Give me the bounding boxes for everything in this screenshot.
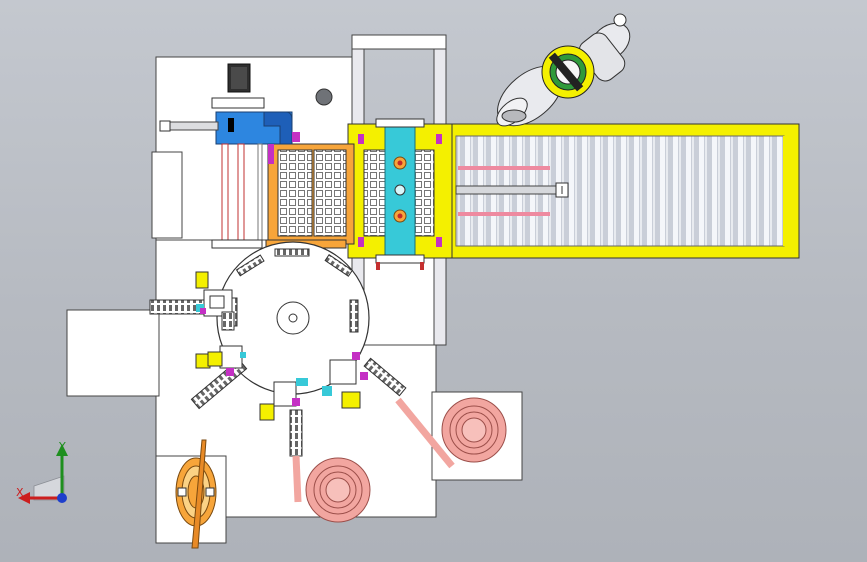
vibratory-bowl-icon[interactable] bbox=[441, 397, 507, 463]
feed-tracks bbox=[292, 397, 455, 503]
pick-unit[interactable] bbox=[159, 63, 300, 249]
axis-x-label: X bbox=[16, 486, 24, 499]
stepper-motor-icon bbox=[227, 63, 251, 93]
axis-y-label: Y bbox=[59, 440, 66, 453]
station-right[interactable] bbox=[322, 352, 407, 409]
cylinder-icon bbox=[159, 120, 219, 132]
turntable-icon[interactable] bbox=[216, 241, 370, 395]
tray-transfer-station[interactable] bbox=[265, 118, 453, 270]
roller-conveyor[interactable] bbox=[449, 123, 800, 259]
hopper-feeder[interactable] bbox=[175, 439, 217, 549]
vibratory-bowl-icon[interactable] bbox=[305, 457, 371, 523]
station-left[interactable] bbox=[149, 271, 235, 331]
station-bottom[interactable] bbox=[259, 378, 308, 457]
axis-triad-icon: X Y bbox=[12, 440, 76, 510]
station-lower-left[interactable] bbox=[190, 345, 248, 410]
robot-arm-icon[interactable] bbox=[487, 13, 637, 137]
cylinder-icon bbox=[455, 182, 569, 198]
